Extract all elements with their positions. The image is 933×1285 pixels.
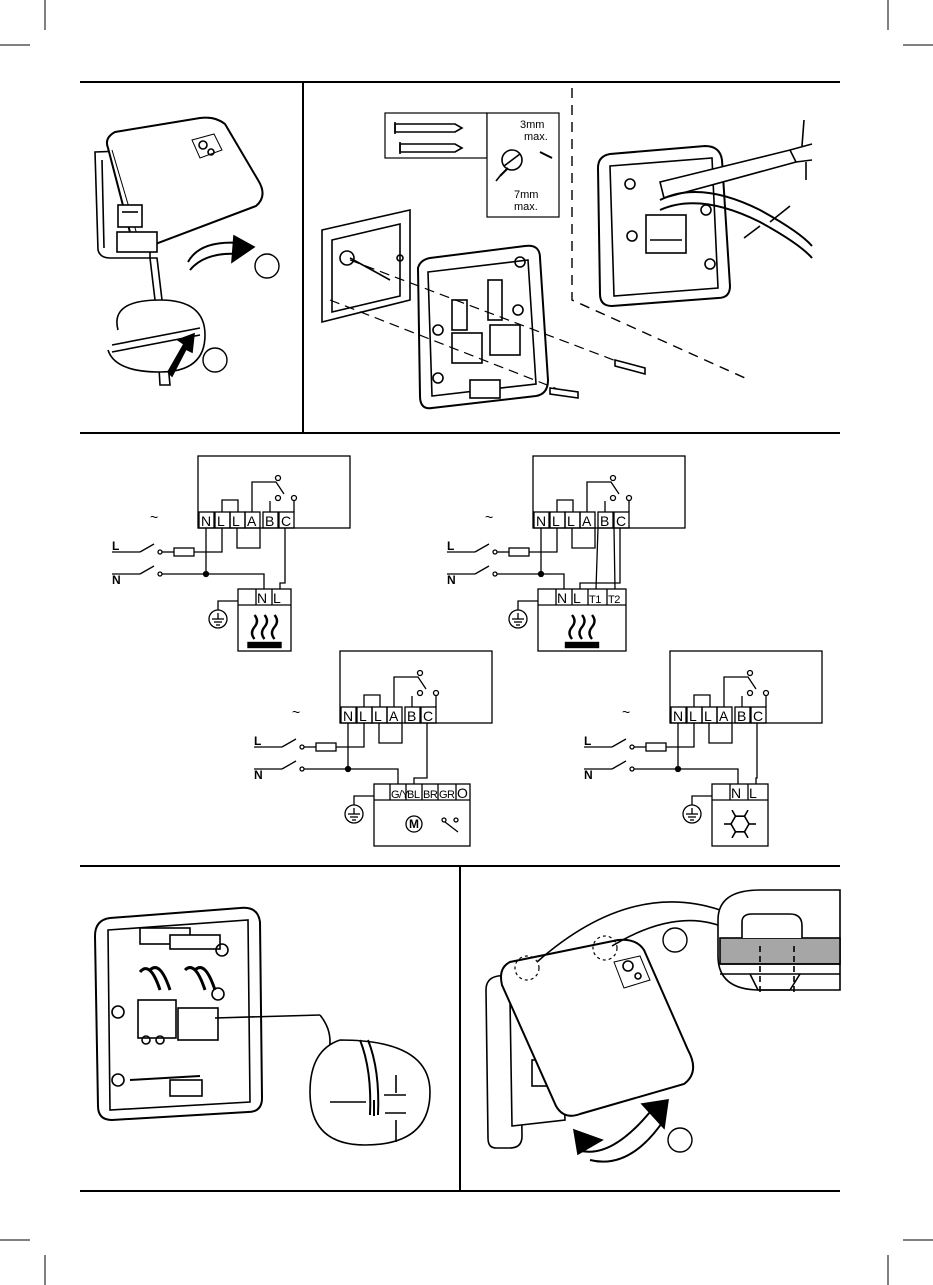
terminal-label: B — [407, 708, 416, 724]
fuse — [509, 548, 529, 556]
terminal-label: A — [719, 708, 729, 724]
terminal-label: C — [753, 708, 763, 724]
strip-max-label: 3mm — [520, 119, 544, 131]
load-terminal-label: GR — [439, 789, 455, 801]
load-terminal-label: L — [573, 590, 581, 606]
line-label: L — [112, 539, 119, 553]
load-terminal-label: T1 — [589, 594, 601, 606]
svg-text:max.: max. — [524, 131, 548, 143]
fuse — [174, 548, 194, 556]
load-terminal-label: O — [457, 785, 468, 801]
line-label: L — [447, 539, 454, 553]
neutral-label: N — [254, 768, 263, 782]
ac-symbol: ~ — [485, 509, 493, 525]
terminal-label: N — [673, 708, 683, 724]
load-terminal-label: BR — [423, 789, 438, 801]
line-label: L — [584, 734, 591, 748]
terminal-label: L — [217, 513, 225, 529]
panel-cable-entry — [598, 120, 812, 306]
terminal-label: B — [600, 513, 609, 529]
terminal-label: N — [343, 708, 353, 724]
fuse — [316, 743, 336, 751]
screw-max-label: 7mm — [514, 189, 538, 201]
terminal-label: C — [281, 513, 291, 529]
load-terminal-label: N — [731, 785, 741, 801]
ac-symbol: ~ — [292, 704, 300, 720]
terminal-label: N — [536, 513, 546, 529]
svg-text:max.: max. — [514, 201, 538, 213]
ac-symbol: ~ — [150, 509, 158, 525]
terminal-label: B — [737, 708, 746, 724]
line-label: L — [254, 734, 261, 748]
panel-wired-base — [95, 908, 430, 1145]
terminal-label: L — [567, 513, 575, 529]
terminal-label: L — [552, 513, 560, 529]
terminal-label: L — [689, 708, 697, 724]
neutral-label: N — [112, 573, 121, 587]
load-terminal-label: N — [257, 590, 267, 606]
terminal-label: L — [232, 513, 240, 529]
motor-letter: M — [409, 817, 419, 831]
terminal-label: B — [265, 513, 274, 529]
terminal-label: A — [389, 708, 399, 724]
terminal-label: N — [201, 513, 211, 529]
load-terminal-label: N — [557, 590, 567, 606]
terminal-label: C — [616, 513, 626, 529]
panel-wall-mount — [322, 113, 645, 408]
neutral-label: N — [584, 768, 593, 782]
panel-open-cover — [95, 118, 279, 385]
terminal-label: L — [359, 708, 367, 724]
load-terminal-label: T2 — [608, 594, 620, 606]
panel-close-cover — [486, 890, 840, 1162]
terminal-label: C — [423, 708, 433, 724]
terminal-label: A — [247, 513, 257, 529]
fuse — [646, 743, 666, 751]
terminal-label: L — [374, 708, 382, 724]
load-terminal-label: L — [749, 785, 757, 801]
neutral-label: N — [447, 573, 456, 587]
terminal-label: L — [704, 708, 712, 724]
ac-symbol: ~ — [622, 704, 630, 720]
load-terminal-label: L — [273, 590, 281, 606]
load-terminal-label: BL — [407, 789, 420, 801]
terminal-label: A — [582, 513, 592, 529]
